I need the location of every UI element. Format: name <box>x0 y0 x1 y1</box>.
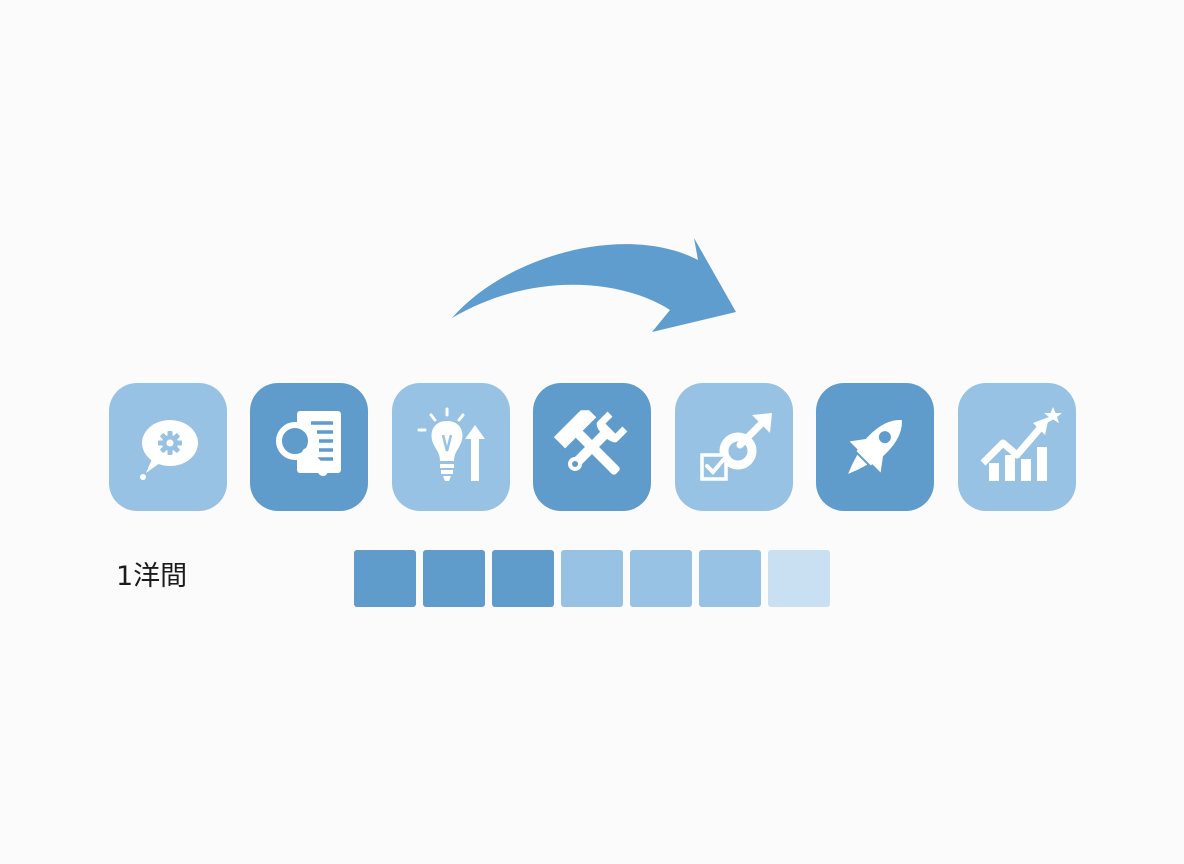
curved-right-arrow-icon <box>452 238 736 332</box>
step-tile-7 <box>958 383 1076 511</box>
step-tile-6 <box>816 383 934 511</box>
progress-segment <box>423 550 485 607</box>
step-tile-4 <box>533 383 651 511</box>
process-steps <box>109 383 1076 511</box>
wrench-hammer-icon <box>553 410 628 475</box>
lightbulb-up-arrow-icon <box>417 407 485 481</box>
step-tile-5 <box>675 383 793 511</box>
duration-label: 1洋間 <box>116 561 188 592</box>
checkbox-connection-arrow-icon <box>700 413 772 481</box>
progress-segment <box>768 550 830 607</box>
progress-segment <box>561 550 623 607</box>
progress-segment <box>354 550 416 607</box>
speech-bubble-gear-icon <box>140 420 198 480</box>
growth-chart-star-icon <box>980 407 1062 481</box>
step-tile-3 <box>392 383 510 511</box>
rocket-icon <box>848 420 902 474</box>
progress-segment <box>492 550 554 607</box>
step-tile-2 <box>250 383 368 511</box>
progress-bar <box>354 550 832 607</box>
progress-segment <box>699 550 761 607</box>
step-tile-1 <box>109 383 227 511</box>
document-magnifier-icon <box>276 411 341 476</box>
progress-segment <box>630 550 692 607</box>
